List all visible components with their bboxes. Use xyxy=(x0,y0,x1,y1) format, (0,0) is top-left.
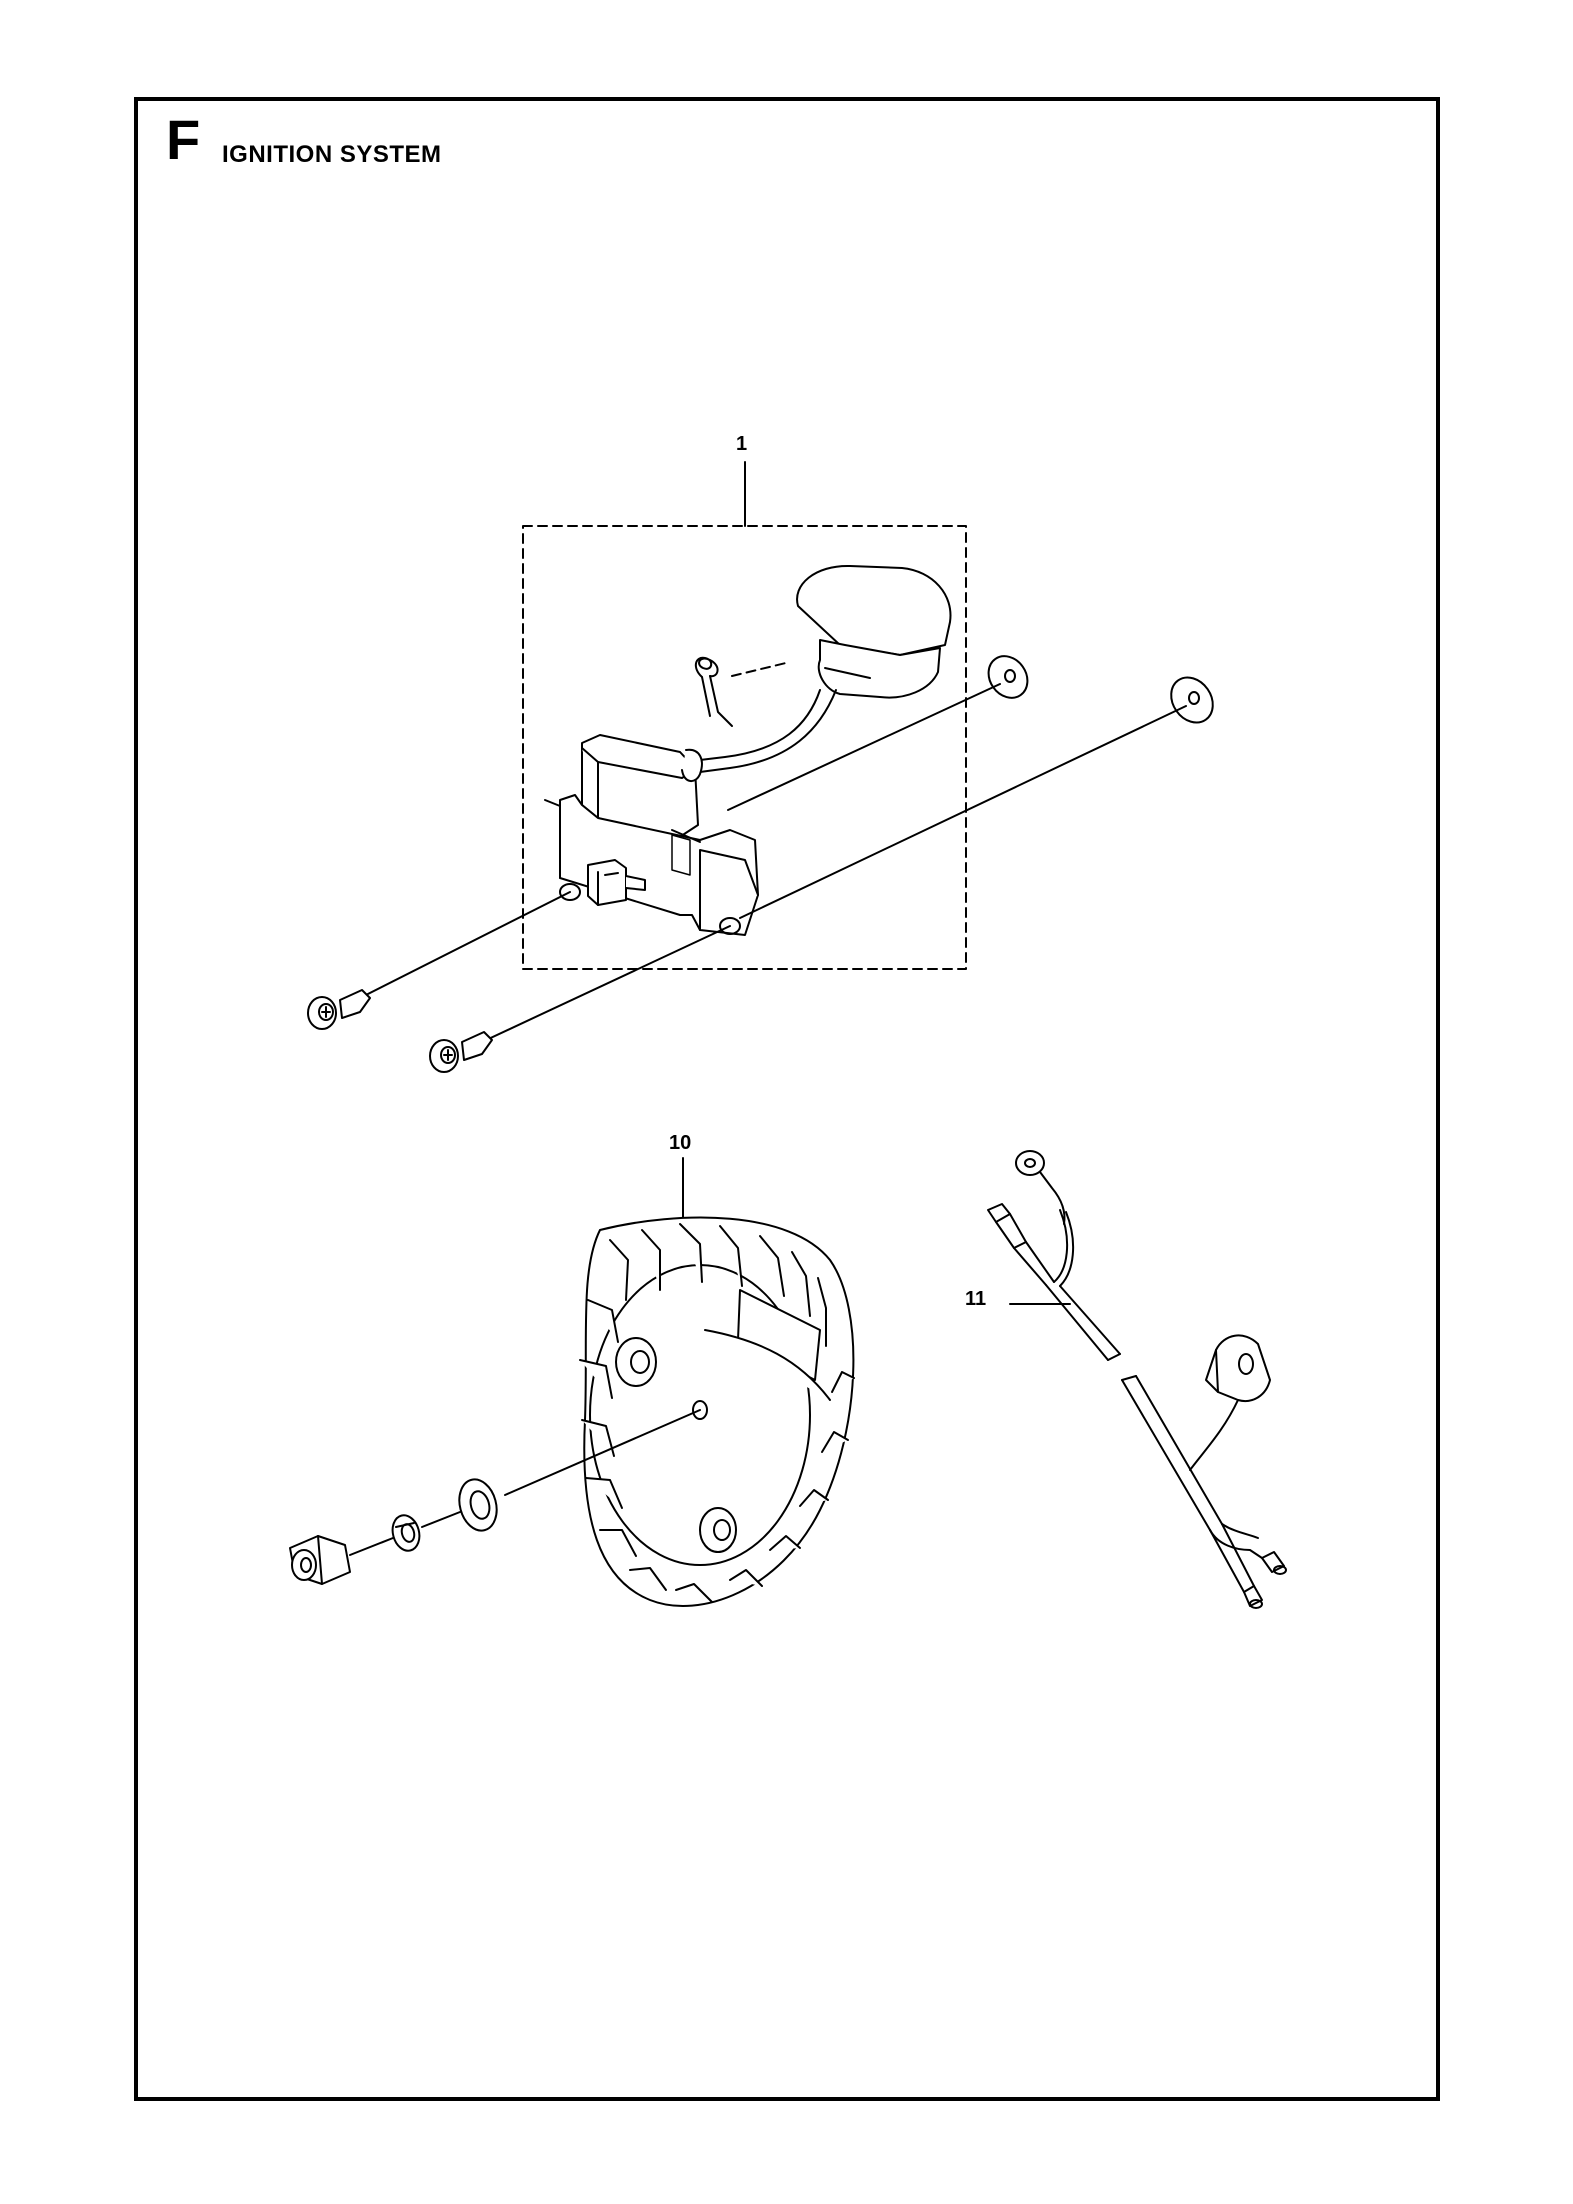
spring-clip xyxy=(694,656,733,727)
page-frame xyxy=(134,97,1440,2101)
coil-mount-hole-2 xyxy=(719,917,741,935)
section-letter: F xyxy=(166,108,201,171)
coil-terminal xyxy=(587,859,646,906)
hex-nut xyxy=(289,1535,351,1585)
flywheel xyxy=(579,1216,855,1607)
callout-wire-harness: 11 xyxy=(965,1288,987,1310)
spark-plug-boot xyxy=(796,564,952,699)
ht-lead xyxy=(699,689,837,773)
washer-1 xyxy=(987,655,1029,699)
kit-group-box xyxy=(522,525,967,970)
screw-2 xyxy=(429,1031,493,1073)
wire-harness xyxy=(987,1150,1287,1609)
screw-1 xyxy=(307,989,371,1030)
spring-washer xyxy=(391,1514,421,1552)
washer-2 xyxy=(1170,676,1214,724)
ignition-coil xyxy=(544,734,759,936)
flat-washer xyxy=(458,1478,498,1532)
callout-flywheel: 10 xyxy=(669,1132,692,1154)
coil-mount-hole-1 xyxy=(559,883,581,901)
section-title: IGNITION SYSTEM xyxy=(222,141,442,168)
callout-ignition-module: 1 xyxy=(736,433,748,455)
